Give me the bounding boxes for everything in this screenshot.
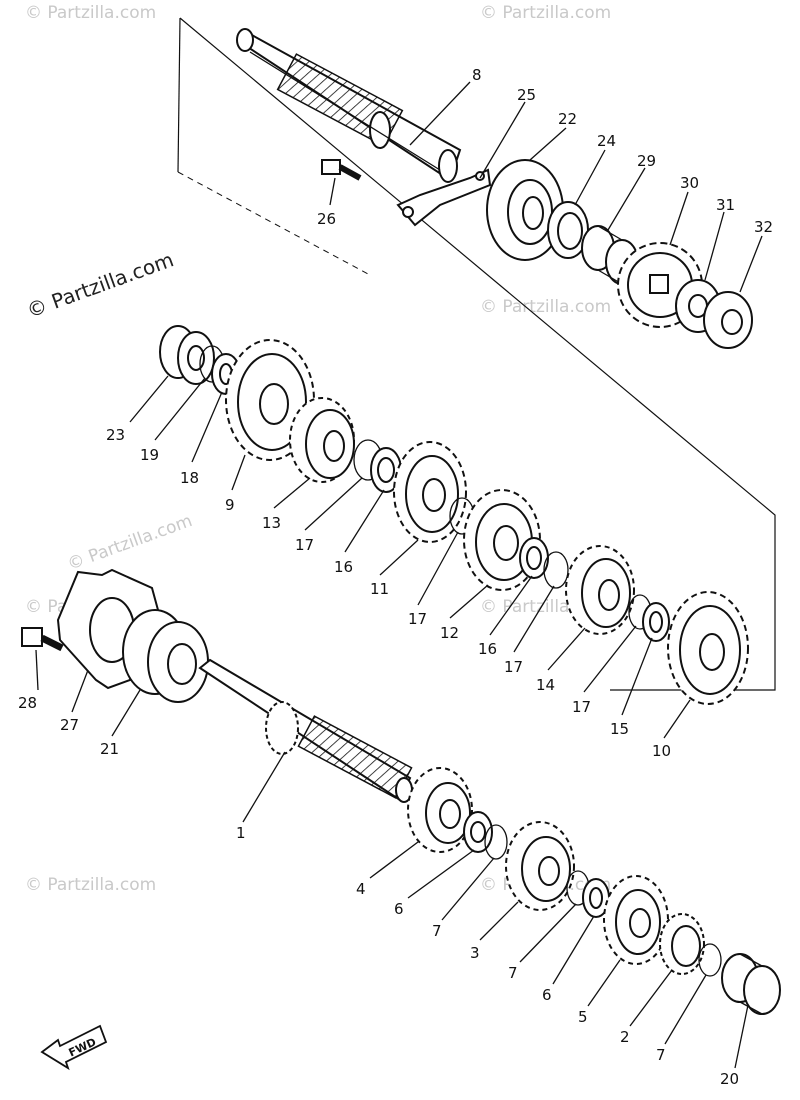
- fwd-arrow-icon: FWD: [40, 1024, 108, 1071]
- callout-27: 27: [60, 716, 79, 734]
- nut-32: [703, 291, 753, 349]
- callout-5: 5: [578, 1008, 588, 1026]
- watermark-text: © Partzilla.com: [65, 511, 195, 575]
- circlip-7c: [698, 943, 722, 977]
- bolt-26: [321, 159, 362, 181]
- gear-10: [667, 591, 749, 705]
- callout-22: 22: [558, 110, 577, 128]
- needle-bearing-20: [721, 953, 781, 1015]
- callout-21: 21: [100, 740, 119, 758]
- gear-2: [659, 913, 705, 975]
- callout-3: 3: [470, 944, 480, 962]
- callout-31: 31: [716, 196, 735, 214]
- watermark-text: © Partzilla.com: [480, 297, 611, 317]
- assembly-boundary: [177, 17, 181, 173]
- washer-15: [642, 602, 670, 642]
- callout-17: 17: [408, 610, 427, 628]
- callout-32: 32: [754, 218, 773, 236]
- circlip-17c: [543, 551, 569, 589]
- assembly-boundary: [177, 171, 371, 276]
- callout-12: 12: [440, 624, 459, 642]
- gear-3: [505, 821, 575, 911]
- callout-7: 7: [432, 922, 442, 940]
- callout-13: 13: [262, 514, 281, 532]
- callout-18: 18: [180, 469, 199, 487]
- callout-16: 16: [478, 640, 497, 658]
- gear-14: [565, 545, 635, 635]
- gear-11: [393, 441, 467, 543]
- gear-4: [407, 767, 473, 853]
- callout-10: 10: [652, 742, 671, 760]
- callout-28: 28: [18, 694, 37, 712]
- callout-30: 30: [680, 174, 699, 192]
- callout-19: 19: [140, 446, 159, 464]
- callout-2: 2: [620, 1028, 630, 1046]
- callout-1: 1: [236, 824, 246, 842]
- gear-5: [603, 875, 669, 965]
- callout-15: 15: [610, 720, 629, 738]
- bearing-23: [159, 325, 215, 385]
- watermark-text: © Partzilla.com: [25, 3, 156, 23]
- callout-29: 29: [637, 152, 656, 170]
- callout-7: 7: [656, 1046, 666, 1064]
- callout-14: 14: [536, 676, 555, 694]
- watermark-text: © Partzilla.com: [480, 3, 611, 23]
- bolt-28: [21, 627, 64, 652]
- callout-17: 17: [295, 536, 314, 554]
- drive-axle: [236, 28, 462, 183]
- watermark-main: © Partzilla.com: [24, 247, 177, 322]
- circlip-7a: [484, 824, 508, 860]
- leader-lines: [35, 81, 763, 1069]
- washer-6b: [582, 878, 610, 918]
- watermark-text: © Partzilla.com: [25, 875, 156, 895]
- callout-17: 17: [504, 658, 523, 676]
- callout-8: 8: [472, 66, 482, 84]
- gear-13: [289, 397, 355, 483]
- callout-24: 24: [597, 132, 616, 150]
- callout-6: 6: [394, 900, 404, 918]
- callout-25: 25: [517, 86, 536, 104]
- callout-26: 26: [317, 210, 336, 228]
- callout-16: 16: [334, 558, 353, 576]
- callout-labels: 8 25 22 24 29 30 31 32 26 23 19 18 9 13 …: [18, 66, 773, 1088]
- callout-7: 7: [508, 964, 518, 982]
- callout-11: 11: [370, 580, 389, 598]
- callout-23: 23: [106, 426, 125, 444]
- washer-16b: [519, 537, 549, 579]
- callout-9: 9: [225, 496, 235, 514]
- callout-20: 20: [720, 1070, 739, 1088]
- callout-6: 6: [542, 986, 552, 1004]
- callout-17: 17: [572, 698, 591, 716]
- bearing-21: [122, 609, 209, 703]
- callout-4: 4: [356, 880, 366, 898]
- bearing-22: [486, 159, 564, 261]
- main-axle-1: [198, 658, 413, 803]
